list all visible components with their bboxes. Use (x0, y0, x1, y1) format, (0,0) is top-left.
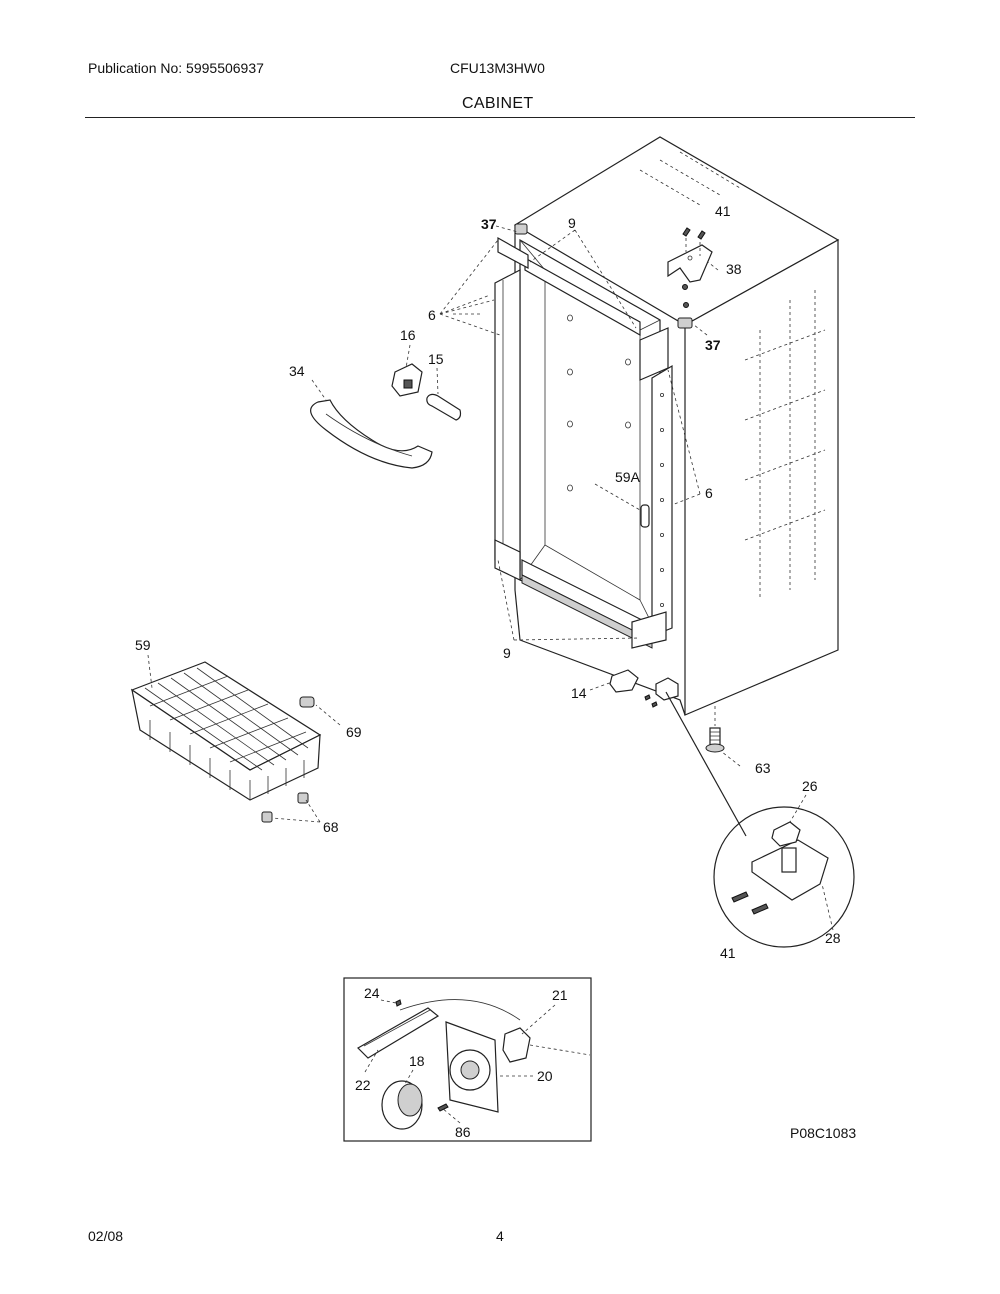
model-number: CFU13M3HW0 (450, 60, 545, 76)
callout-37-right: 37 (705, 337, 721, 353)
callout-14: 14 (571, 685, 587, 701)
callout-41-top: 41 (715, 203, 731, 219)
section-title: CABINET (462, 95, 534, 112)
light-and-handle (310, 363, 462, 469)
publication-number: Publication No: 5995506937 (88, 60, 264, 76)
callout-37-top: 37 (481, 216, 497, 232)
callout-68: 68 (323, 819, 339, 835)
callout-9-bottom: 9 (503, 645, 511, 661)
wire-basket (130, 661, 322, 823)
gasket-strips (494, 236, 669, 649)
callout-28: 28 (825, 930, 841, 946)
page-number: 4 (496, 1228, 504, 1244)
callout-18: 18 (409, 1053, 425, 1069)
callout-labels: 37 9 41 38 37 6 16 15 34 59A 6 59 69 9 1… (135, 203, 856, 1141)
callout-59a: 59A (615, 469, 641, 485)
callout-34: 34 (289, 363, 305, 379)
top-hinge (514, 223, 713, 329)
callout-6-right: 6 (705, 485, 713, 501)
cabinet-body (513, 136, 840, 716)
callout-24: 24 (364, 985, 380, 1001)
callout-9-top: 9 (568, 215, 576, 231)
callout-41-bottom: 41 (720, 945, 736, 961)
callout-38: 38 (726, 261, 742, 277)
header-divider (85, 117, 915, 118)
callout-63: 63 (755, 760, 771, 776)
control-inset (343, 977, 592, 1142)
callout-20: 20 (537, 1068, 553, 1084)
callout-6-left: 6 (428, 307, 436, 323)
breaker-strips (521, 256, 653, 649)
callout-86: 86 (455, 1124, 471, 1140)
publication-date: 02/08 (88, 1228, 124, 1244)
callout-26: 26 (802, 778, 818, 794)
callout-69: 69 (346, 724, 362, 740)
drawing-code: P08C1083 (790, 1125, 856, 1141)
leader-lines (147, 225, 834, 1124)
callout-59: 59 (135, 637, 151, 653)
callout-22: 22 (355, 1077, 371, 1093)
switch-hinge-leveler (609, 669, 725, 753)
callout-21: 21 (552, 987, 568, 1003)
callout-16: 16 (400, 327, 416, 343)
callout-15: 15 (428, 351, 444, 367)
hinge-detail-circle (665, 691, 855, 948)
